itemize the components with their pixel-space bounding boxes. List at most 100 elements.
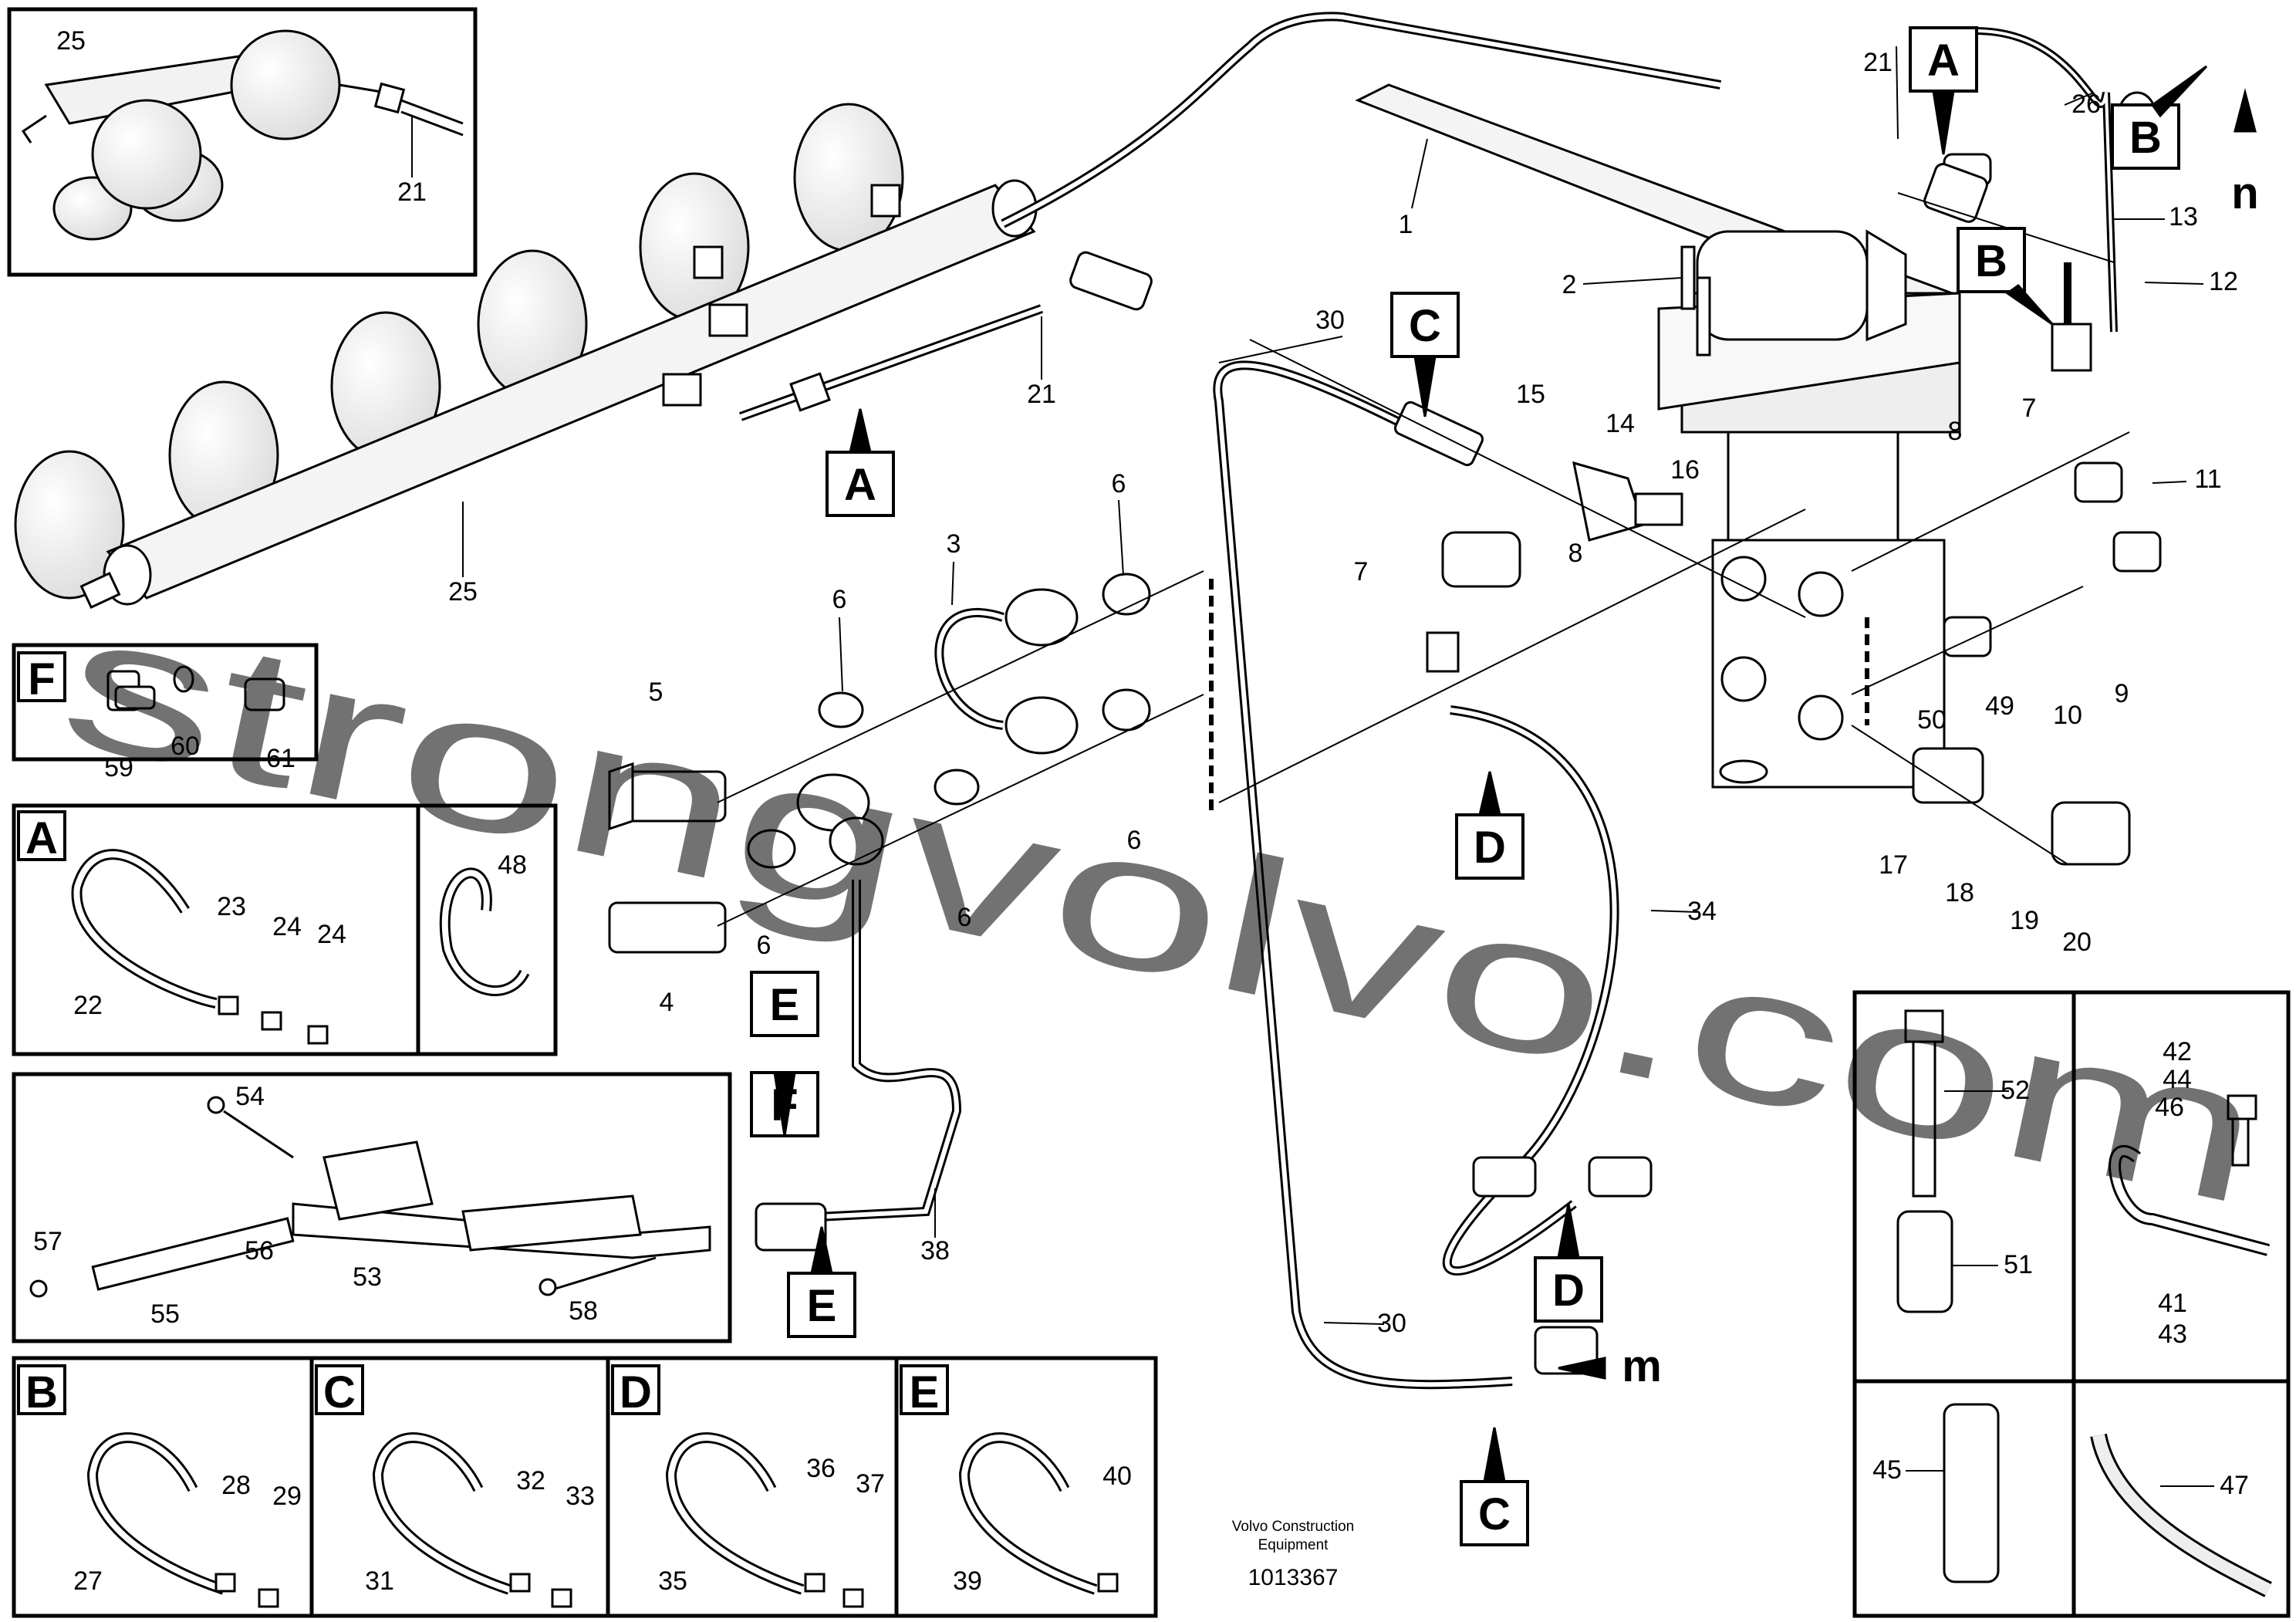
callout-8a: 8 <box>1568 539 1583 568</box>
inset-label-c: C <box>323 1367 356 1418</box>
part-callouts: 1 2 3 4 5 6 6 6 6 6 7 7 8 8 9 10 11 12 1… <box>33 26 2249 1596</box>
brake-valve-pedal <box>1355 83 1961 789</box>
callout-54: 54 <box>235 1082 265 1111</box>
direction-n: n <box>2231 168 2258 218</box>
inset-label-d: D <box>620 1367 652 1418</box>
callout-27: 27 <box>73 1566 103 1596</box>
callout-55: 55 <box>150 1299 180 1329</box>
callout-19: 19 <box>2010 906 2039 935</box>
callout-9: 9 <box>2115 679 2129 708</box>
right-inset-parts <box>1896 1009 2272 1597</box>
clamp-blocks <box>214 995 1119 1608</box>
callout-56: 56 <box>245 1236 274 1265</box>
callout-24b: 24 <box>317 920 346 949</box>
callout-25b: 25 <box>448 577 478 607</box>
callout-5: 5 <box>649 678 663 707</box>
callout-24a: 24 <box>272 912 302 941</box>
inset-label-f: F <box>28 654 55 705</box>
box-letter-arrows <box>773 65 2257 1483</box>
inset-gauge-block <box>21 29 464 241</box>
callout-7a: 7 <box>1354 557 1369 586</box>
callout-28: 28 <box>221 1471 251 1500</box>
callout-22: 22 <box>73 991 103 1020</box>
callout-25a: 25 <box>56 26 86 56</box>
inset-f-parts <box>106 665 285 711</box>
callout-57: 57 <box>33 1227 62 1256</box>
callout-33: 33 <box>566 1482 595 1511</box>
callout-21a: 21 <box>1863 48 1893 77</box>
callout-10: 10 <box>2053 701 2082 730</box>
callout-41: 41 <box>2158 1289 2187 1318</box>
callout-6e: 6 <box>957 903 972 932</box>
callout-50: 50 <box>1917 705 1947 735</box>
callout-44: 44 <box>2163 1065 2192 1094</box>
callout-14: 14 <box>1606 409 1635 438</box>
banjo-bolt-group <box>608 573 1151 954</box>
callout-45: 45 <box>1872 1455 1902 1485</box>
callout-43: 43 <box>2158 1320 2187 1349</box>
callout-59: 59 <box>104 753 133 782</box>
box-b-mid: B <box>1975 236 2007 286</box>
callout-15: 15 <box>1516 380 1545 409</box>
box-a-lower: A <box>844 460 876 510</box>
callout-6c: 6 <box>1127 826 1142 855</box>
callout-6b: 6 <box>832 585 847 614</box>
direction-m: m <box>1622 1341 1662 1391</box>
callout-4: 4 <box>660 988 674 1017</box>
callout-32: 32 <box>516 1466 545 1495</box>
callout-20: 20 <box>2062 928 2092 957</box>
box-d-bottom: D <box>1552 1265 1585 1316</box>
explode-lines <box>717 192 2130 927</box>
callout-8b: 8 <box>1948 417 1963 446</box>
inset-frames <box>7 7 2291 1618</box>
callout-26: 26 <box>2071 90 2101 119</box>
callout-46: 46 <box>2155 1093 2184 1122</box>
box-c-bottom: C <box>1478 1489 1511 1539</box>
callout-53: 53 <box>353 1262 382 1292</box>
callout-47: 47 <box>2220 1471 2249 1500</box>
callout-30a: 30 <box>1315 306 1345 335</box>
callout-58: 58 <box>569 1296 598 1326</box>
callout-60: 60 <box>171 732 200 761</box>
callout-42: 42 <box>2163 1037 2192 1066</box>
inset-label-b: B <box>25 1367 58 1418</box>
callout-49: 49 <box>1985 691 2014 721</box>
callout-2: 2 <box>1562 270 1577 299</box>
callout-36: 36 <box>806 1454 836 1483</box>
callout-12: 12 <box>2209 267 2238 296</box>
callout-leaders <box>411 46 2214 1487</box>
callout-21c: 21 <box>397 177 427 207</box>
callout-35: 35 <box>658 1566 687 1596</box>
pipes <box>771 27 2118 1390</box>
callout-40: 40 <box>1102 1461 1132 1491</box>
credits-company-line2: Equipment <box>1258 1537 1329 1553</box>
box-c-top: C <box>1409 301 1441 351</box>
credits-company-line1: Volvo Construction <box>1232 1519 1354 1535</box>
inset-label-e: E <box>910 1367 940 1418</box>
callout-39: 39 <box>953 1566 982 1596</box>
callout-13: 13 <box>2169 202 2198 231</box>
bracket-inset <box>29 1096 711 1298</box>
box-b-top: B <box>2129 113 2162 163</box>
callout-38: 38 <box>920 1236 950 1265</box>
callout-7b: 7 <box>2022 394 2037 423</box>
box-letter-labels: A A B B C D D E F E C F A B C D E n m <box>17 26 2259 1546</box>
box-a-top: A <box>1927 35 1960 86</box>
document-number: 1013367 <box>1248 1565 1339 1590</box>
callout-16: 16 <box>1670 455 1700 485</box>
callout-48: 48 <box>498 850 527 880</box>
callout-21b: 21 <box>1027 380 1056 409</box>
callout-3: 3 <box>947 529 961 559</box>
callout-31: 31 <box>365 1566 394 1596</box>
callout-6d: 6 <box>757 931 772 960</box>
callout-23: 23 <box>217 892 246 921</box>
callout-51: 51 <box>2004 1250 2033 1279</box>
callout-18: 18 <box>1945 878 1974 907</box>
callout-37: 37 <box>856 1469 885 1499</box>
box-e-bottom: E <box>807 1281 837 1331</box>
callout-29: 29 <box>272 1482 302 1511</box>
callout-6a: 6 <box>1112 469 1126 498</box>
inset-label-a: A <box>25 813 58 863</box>
